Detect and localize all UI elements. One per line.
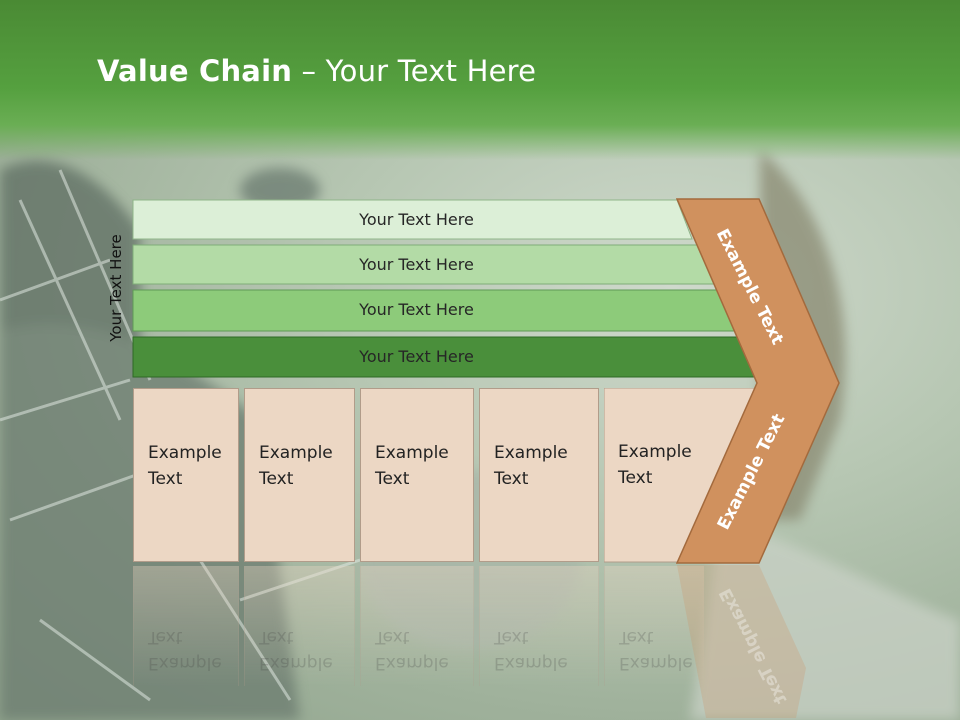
chevron-shape [676,198,840,718]
cell-3: Example Text [360,388,474,562]
cell-1-text: Example Text [148,443,222,489]
cell-4-text: Example Text [494,443,568,489]
title-bold: Value Chain [97,54,293,88]
cell-4-reflection-text: Example Text [494,627,568,673]
cell-2-text: Example Text [259,443,333,489]
cell-2: Example Text [244,388,355,562]
cell-3-reflection-text: Example Text [375,627,449,673]
cell-1-reflection-text: Example Text [148,627,222,673]
slide-title: Value Chain – Your Text Here [97,54,536,88]
row-1-label: Your Text Here [359,210,474,229]
cell-1-reflection: Example Text [133,566,239,686]
cell-4: Example Text [479,388,599,562]
row-2-label: Your Text Here [359,255,474,274]
title-rest: – Your Text Here [292,54,537,88]
row-4-label: Your Text Here [359,347,474,366]
cell-5-reflection: Example Text [604,566,704,686]
cell-5: Example Text [604,388,704,562]
side-label: Your Text Here [107,234,125,342]
cell-2-reflection: Example Text [244,566,355,686]
cell-3-reflection: Example Text [360,566,474,686]
row-1-shape [132,199,693,240]
cell-3-text: Example Text [375,443,449,489]
cell-1: Example Text [133,388,239,562]
cell-5-text: Example Text [618,442,692,488]
cell-4-reflection: Example Text [479,566,599,686]
cell-2-reflection-text: Example Text [259,627,333,673]
row-3-label: Your Text Here [359,300,474,319]
title-banner [0,0,960,160]
